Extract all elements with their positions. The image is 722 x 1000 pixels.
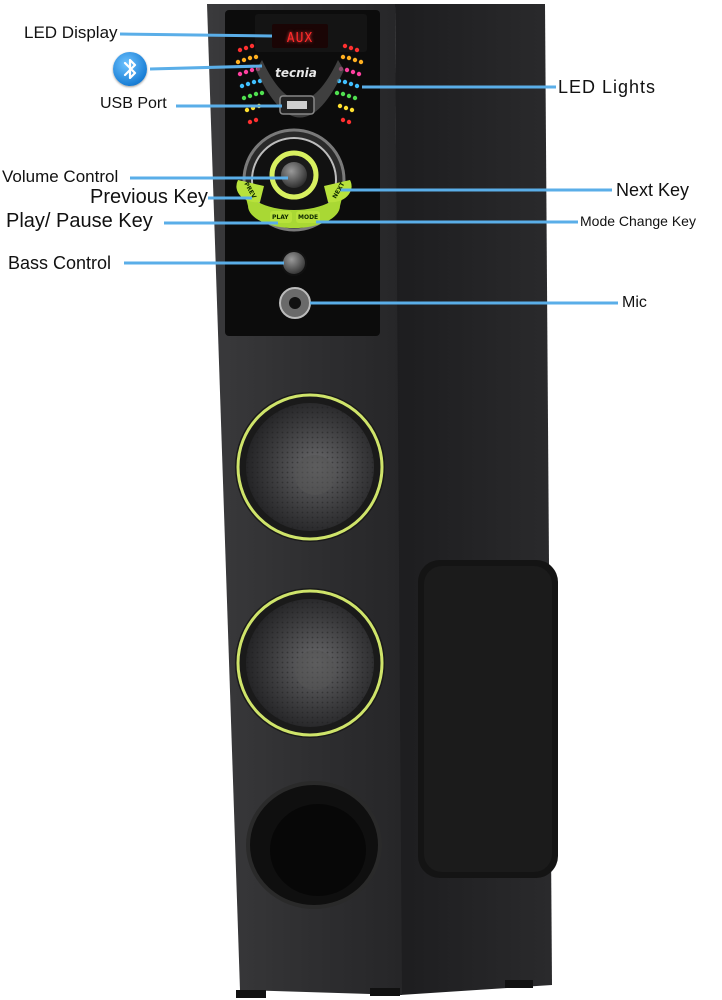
speaker-side [395, 4, 558, 995]
label-mic: Mic [622, 294, 647, 311]
leader-lines [119, 32, 618, 305]
led-display [272, 24, 328, 48]
label-mode-change-key: Mode Change Key [580, 213, 696, 229]
led-display-text: AUX [286, 31, 314, 46]
label-play-pause-key: Play/ Pause Key [6, 210, 153, 232]
label-usb-port: USB Port [100, 95, 167, 112]
label-next-key: Next Key [616, 180, 690, 200]
play-pause-key[interactable] [270, 211, 292, 223]
leader-bluetooth [149, 64, 263, 71]
speaker-driver-upper [235, 392, 385, 542]
speaker-driver-lower [235, 588, 385, 738]
play-key-text: PLAY [272, 214, 289, 221]
bass-control[interactable] [281, 250, 307, 276]
led-lights [235, 43, 364, 125]
label-led-lights: LED Lights [558, 77, 657, 97]
next-key[interactable] [324, 180, 352, 203]
bass-port [246, 781, 382, 909]
leader-led-display [119, 32, 273, 38]
label-previous-key: Previous Key [90, 186, 208, 208]
mode-key-text: MODE [298, 214, 319, 221]
label-volume-control: Volume Control [2, 167, 119, 186]
control-panel [225, 10, 380, 336]
label-led-display: LED Display [24, 23, 118, 42]
brand-logo: tecnia [275, 66, 317, 80]
label-bass-control: Bass Control [8, 253, 112, 273]
mode-change-key[interactable] [296, 211, 320, 223]
bluetooth-icon [113, 52, 147, 86]
